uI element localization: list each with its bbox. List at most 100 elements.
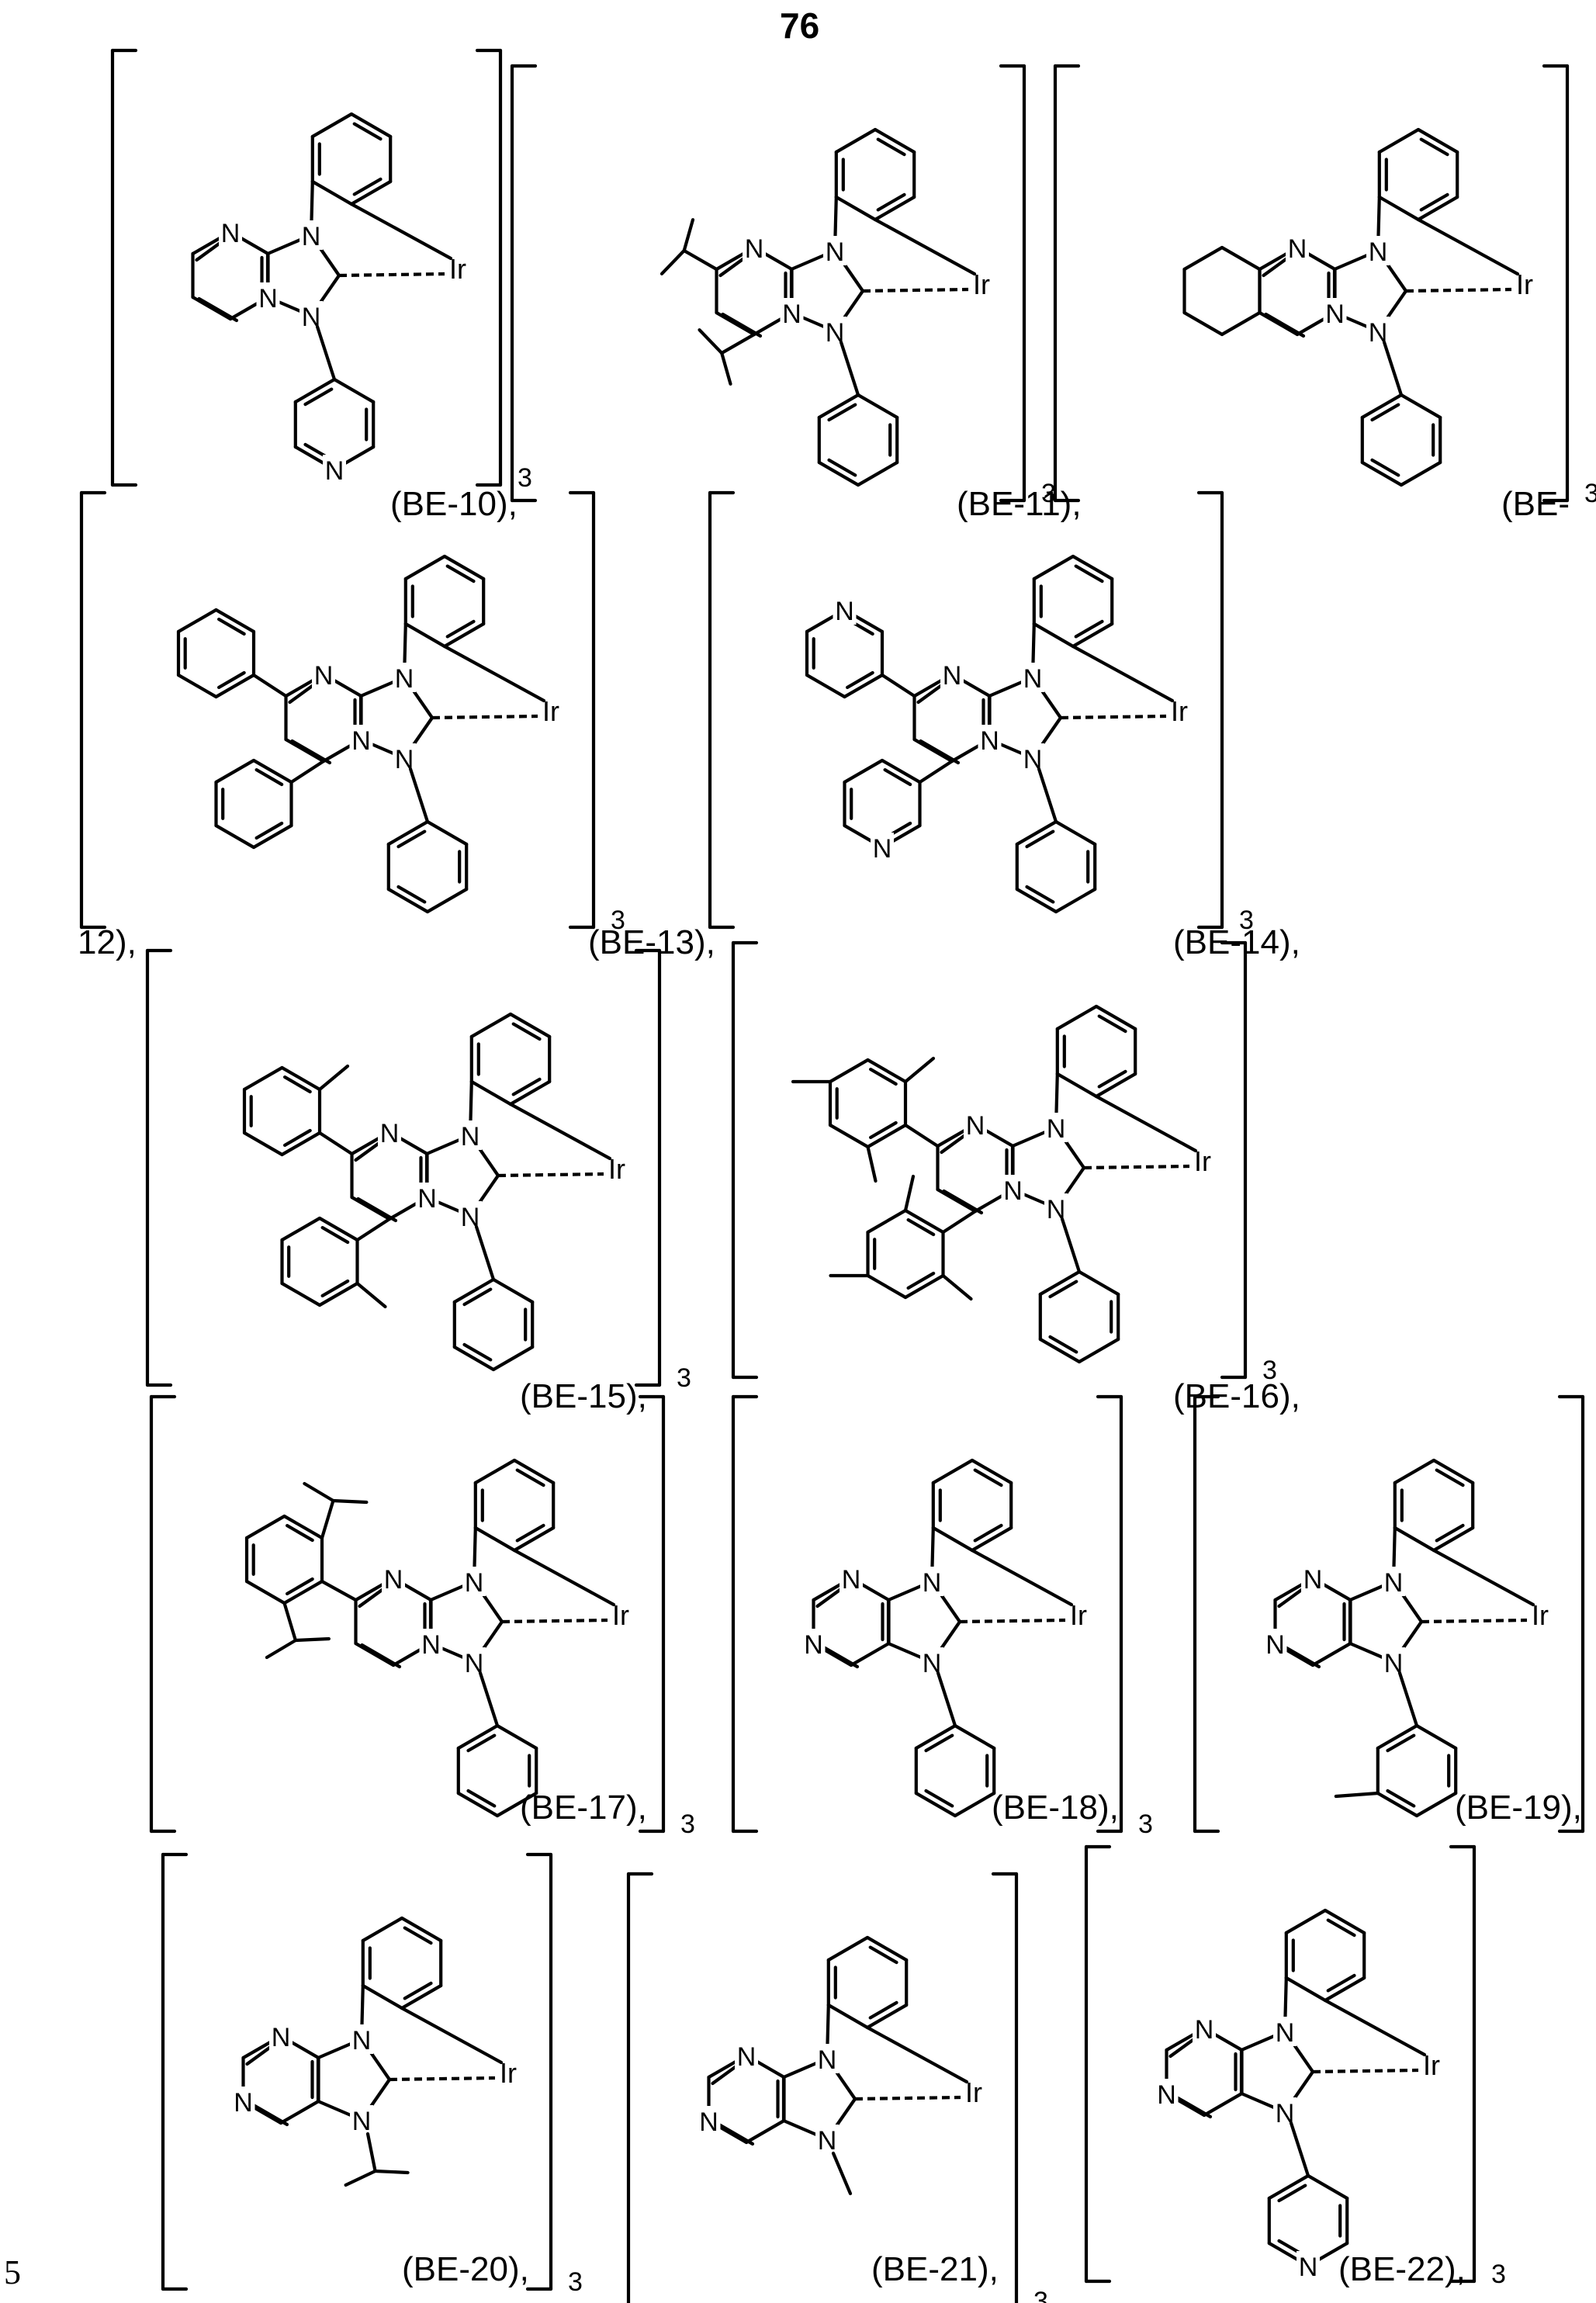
structure-be-18: NNIrNN3 <box>733 1397 1153 1839</box>
atom-N: N <box>302 222 321 251</box>
atom-N: N <box>1276 2018 1295 2048</box>
bond <box>497 1726 536 1748</box>
structure-be-20: NNIrNN3 <box>163 1855 583 2297</box>
bond <box>1076 566 1103 582</box>
bond <box>820 1645 858 1667</box>
bond <box>358 1283 386 1307</box>
bond <box>1204 2093 1242 2115</box>
bracket-subscript: 3 <box>1491 2260 1506 2289</box>
bond <box>905 1125 938 1146</box>
bond <box>448 622 474 637</box>
atom-N: N <box>258 284 278 313</box>
bond <box>428 889 466 912</box>
bond <box>1027 887 1054 902</box>
bond <box>293 741 331 763</box>
bond <box>1401 395 1440 417</box>
bond <box>868 1210 906 1232</box>
bond <box>1039 769 1056 822</box>
bracket-subscript: 3 <box>1033 2287 1048 2303</box>
bond <box>247 1581 285 1603</box>
atom-N: N <box>1303 1565 1323 1595</box>
carbene-bond <box>863 289 968 291</box>
bond <box>493 1280 532 1302</box>
bond <box>972 1550 1072 1605</box>
bond <box>285 1077 310 1092</box>
bond <box>282 1283 320 1305</box>
bond <box>448 566 474 582</box>
bond <box>286 739 324 761</box>
bond <box>715 2122 753 2144</box>
bond <box>1222 313 1260 334</box>
bond <box>346 2171 376 2185</box>
bond <box>199 299 237 320</box>
metal-label: Ir <box>1171 695 1188 727</box>
atom-N: N <box>234 2088 253 2118</box>
caption-be-17: (BE-17), <box>520 1789 647 1827</box>
carbene-bond <box>498 1174 604 1176</box>
bond <box>943 1276 971 1299</box>
bond <box>1380 197 1418 220</box>
caption-be-19: (BE-19), <box>1455 1789 1582 1827</box>
bond <box>405 1928 431 1944</box>
atom-N: N <box>395 664 414 694</box>
bond <box>1291 2123 1308 2176</box>
bond <box>684 220 693 251</box>
bond <box>518 1526 544 1541</box>
bond <box>355 124 381 140</box>
bond <box>1051 1337 1077 1352</box>
bond <box>1079 1272 1118 1294</box>
atom-N: N <box>782 300 801 329</box>
atom-N: N <box>352 2026 372 2055</box>
bond <box>257 823 282 838</box>
bond <box>920 761 953 782</box>
bond <box>1395 1528 1434 1550</box>
bond <box>368 2134 376 2171</box>
bond <box>1313 1643 1351 1665</box>
bond <box>493 1347 532 1370</box>
bond <box>281 2101 319 2123</box>
bond <box>905 1176 913 1210</box>
atom-N: N <box>1047 1114 1066 1144</box>
metal-label: Ir <box>1194 1145 1211 1177</box>
atom-N: N <box>1023 664 1043 694</box>
bond <box>476 1227 493 1280</box>
bond <box>909 1220 934 1235</box>
metal-label: Ir <box>1532 1599 1549 1631</box>
caption-be-14: (BE-14), <box>1173 923 1300 962</box>
bond <box>723 314 761 336</box>
bond <box>1096 1096 1196 1151</box>
metal-label: Ir <box>1423 2049 1440 2081</box>
metal-label: Ir <box>973 268 990 300</box>
bond <box>219 673 244 687</box>
bond <box>267 1640 296 1657</box>
bond <box>885 770 911 784</box>
atom-N: N <box>221 219 241 248</box>
caption-be-13: (BE-13), <box>588 923 715 962</box>
bond <box>926 1791 953 1806</box>
bond <box>1388 1736 1414 1751</box>
caption-be-12: (BE- <box>1501 485 1570 524</box>
atom-N: N <box>737 2042 756 2072</box>
bond <box>355 179 381 195</box>
structure-be-19: NNIrNN3 <box>1195 1397 1596 1839</box>
bond <box>878 140 905 155</box>
bracket-subscript: 3 <box>680 1810 695 1839</box>
atom-N: N <box>1325 300 1345 329</box>
atom-N: N <box>818 2045 837 2075</box>
bracket-subscript: 3 <box>677 1363 691 1393</box>
bond <box>472 1082 511 1104</box>
bond <box>1266 314 1304 336</box>
bond <box>1437 1526 1463 1541</box>
bond <box>921 741 959 763</box>
bond <box>1308 2176 1347 2198</box>
bond <box>351 204 451 258</box>
bond <box>306 390 332 404</box>
bond <box>836 130 875 152</box>
structure-be-15: NNIrNN3 <box>147 951 691 1393</box>
structure-be-16: NNIrNN3 <box>733 943 1277 1385</box>
structure-be-11: NNIrNN3 <box>512 66 1056 508</box>
bond <box>1395 1460 1434 1483</box>
bond <box>304 1484 333 1501</box>
bond <box>406 556 445 579</box>
structure-be-21: NNIrNN3 <box>628 1874 1048 2303</box>
